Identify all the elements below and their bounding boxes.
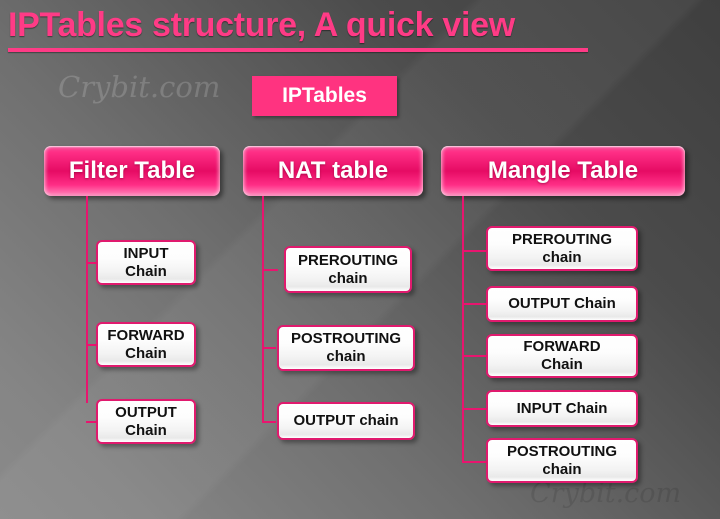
chain-label-line1: OUTPUT Chain bbox=[508, 295, 616, 312]
table-node-nat[interactable]: NAT table bbox=[243, 146, 423, 196]
connector-nat-stub-3 bbox=[262, 421, 276, 423]
chain-box[interactable]: FORWARD Chain bbox=[486, 334, 638, 378]
page-title: IPTables structure, A quick view bbox=[8, 4, 608, 52]
connector-mangle-stub-2 bbox=[462, 303, 486, 305]
chain-label-line1: POSTROUTING bbox=[506, 442, 617, 460]
connector-filter-stub-1 bbox=[86, 262, 98, 264]
connector-mangle-trunk bbox=[462, 196, 464, 463]
chain-label-line2: chain bbox=[326, 348, 366, 365]
connector-filter-stub-2 bbox=[86, 344, 98, 346]
chain-box[interactable]: FORWARD Chain bbox=[96, 322, 196, 367]
root-node-iptables[interactable]: IPTables bbox=[252, 76, 397, 116]
page-title-text: IPTables structure, A quick view bbox=[8, 6, 515, 44]
chain-label-line2: chain bbox=[542, 460, 582, 478]
chain-label-line1: PREROUTING bbox=[511, 230, 612, 248]
connector-nat-stub-1 bbox=[262, 269, 278, 271]
connector-mangle-stub-4 bbox=[462, 408, 486, 410]
chain-label-line1: FORWARD bbox=[107, 326, 185, 344]
chain-label-line2: chain bbox=[542, 248, 582, 266]
table-node-mangle[interactable]: Mangle Table bbox=[441, 146, 685, 196]
chain-label-line2: Chain bbox=[125, 262, 167, 280]
chain-box[interactable]: POSTROUTING chain bbox=[277, 325, 415, 371]
chain-box[interactable]: INPUT Chain bbox=[486, 390, 638, 427]
chain-box[interactable]: OUTPUT chain bbox=[277, 402, 415, 440]
chain-box[interactable]: POSTROUTING chain bbox=[486, 438, 638, 483]
chain-label-line2: Chain bbox=[125, 421, 167, 439]
chain-label-line1: FORWARD bbox=[523, 338, 601, 355]
root-node-label: IPTables bbox=[282, 84, 367, 107]
chain-box[interactable]: OUTPUT Chain bbox=[96, 399, 196, 444]
connector-nat-stub-2 bbox=[262, 347, 276, 349]
chain-box[interactable]: OUTPUT Chain bbox=[486, 286, 638, 322]
chain-label-line1: INPUT Chain bbox=[516, 399, 608, 417]
watermark-top: Crybit.com bbox=[58, 70, 221, 104]
chain-label-line1: OUTPUT bbox=[115, 403, 177, 421]
connector-nat-trunk bbox=[262, 196, 264, 422]
chain-label-line1: OUTPUT chain bbox=[293, 412, 399, 429]
chain-label-line2: Chain bbox=[125, 344, 167, 362]
table-node-filter-label: Filter Table bbox=[68, 157, 196, 184]
connector-mangle-stub-1 bbox=[462, 250, 486, 252]
table-node-mangle-label: Mangle Table bbox=[487, 157, 639, 184]
chain-label-line1: POSTROUTING bbox=[290, 330, 401, 347]
chain-box[interactable]: PREROUTING chain bbox=[486, 226, 638, 271]
connector-mangle-stub-5 bbox=[462, 461, 486, 463]
chain-box[interactable]: PREROUTING chain bbox=[284, 246, 412, 293]
table-node-nat-label: NAT table bbox=[277, 157, 389, 184]
connector-filter-trunk bbox=[86, 196, 88, 403]
connector-mangle-stub-3 bbox=[462, 355, 486, 357]
chain-label-line2: Chain bbox=[541, 356, 583, 373]
title-underline bbox=[8, 48, 588, 52]
chain-label-line1: PREROUTING bbox=[297, 251, 398, 269]
table-node-filter[interactable]: Filter Table bbox=[44, 146, 220, 196]
chain-label-line2: chain bbox=[328, 269, 368, 287]
chain-label-line1: INPUT bbox=[123, 244, 169, 262]
chain-box[interactable]: INPUT Chain bbox=[96, 240, 196, 285]
connector-filter-stub-3 bbox=[86, 421, 98, 423]
